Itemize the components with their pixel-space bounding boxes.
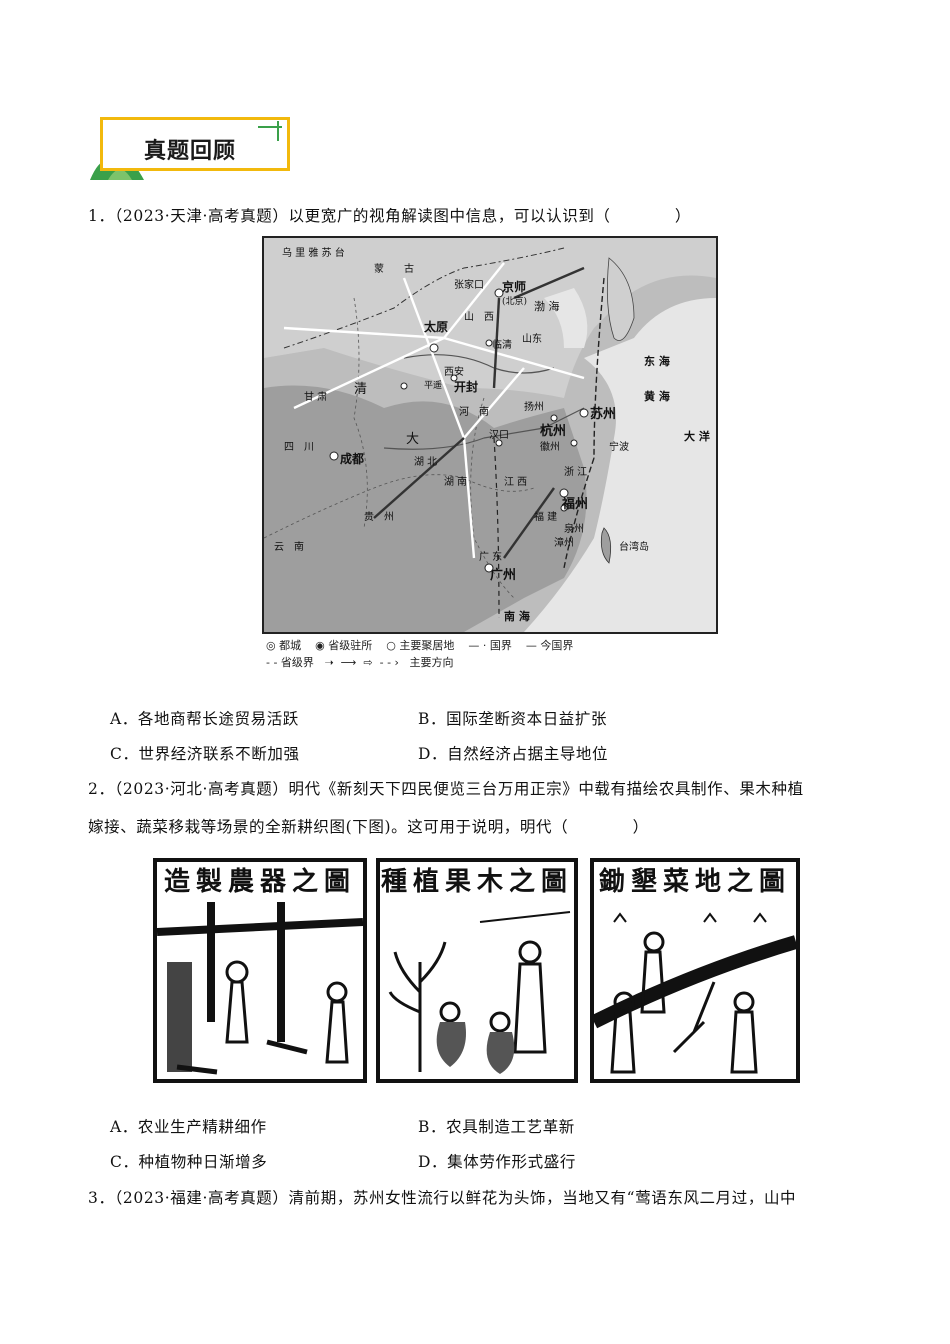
legend-provincial: ◉ 省级驻所 (315, 639, 373, 652)
map-label-hankou: 汉口 (489, 430, 509, 441)
woodcut-panel-vegetable-hoeing: 鋤墾菜地之圖 (590, 858, 800, 1083)
q1-option-b[interactable]: B．国际垄断资本日益扩张 (418, 710, 608, 728)
q2-option-d[interactable]: D．集体劳作形式盛行 (418, 1153, 576, 1171)
section-title: 真题回顾 (144, 139, 237, 164)
map-label-da: 大 (406, 432, 420, 447)
woodcut-panel-fruit-grafting: 種植果木之圖 (376, 858, 578, 1083)
legend-settlement: ○ 主要聚居地 (386, 639, 455, 652)
map-label-zhangzhou: 漳州 (554, 538, 574, 549)
map-label-ningbo: 宁波 (609, 442, 629, 453)
map-label-beijing: (北京) (502, 297, 528, 307)
q2-option-c[interactable]: C．种植物种日渐增多 (110, 1153, 268, 1171)
map-label-xian: 西安 (444, 367, 464, 378)
map-label-huizhou: 徽州 (540, 442, 560, 453)
map-label-zhejiang: 浙 江 (564, 467, 588, 478)
woodcut-scene (157, 902, 363, 1079)
q2-option-a[interactable]: A．农业生产精耕细作 (110, 1118, 267, 1136)
woodcut-panel-tool-making: 造製農器之圖 (153, 858, 367, 1083)
q1-option-d[interactable]: D．自然经济占据主导地位 (418, 745, 609, 763)
map-label-fuzhou: 福州 (562, 497, 589, 512)
map-label-henan: 河 南 (459, 407, 489, 418)
map-label-sichuan: 四 川 (284, 442, 314, 453)
map-label-hangzhou: 杭州 (540, 424, 567, 439)
map-label-dayang: 大 洋 (684, 430, 710, 443)
question-1-stem: 1．（2023·天津·高考真题）以更宽广的视角解读图中信息，可以认识到（ ） (88, 207, 692, 225)
map-label-pingyao: 平遥 (424, 381, 443, 391)
ming-trade-map: 乌 里 雅 苏 台 蒙 古 张家口 京师 (北京) 渤 海 太原 山 西 山东 … (262, 236, 718, 634)
map-label-yangzhou: 扬州 (524, 402, 544, 413)
q2-option-b[interactable]: B．农具制造工艺革新 (418, 1118, 575, 1136)
map-label-nanhai: 南 海 (504, 610, 530, 623)
map-label-taiyuan: 太原 (424, 320, 449, 334)
legend-modern-border: — 今国界 (525, 639, 574, 652)
woodcut-scene (594, 902, 796, 1079)
legend-arrow-icons: ➝ ⟶ ⇨ - - › (324, 656, 399, 669)
map-label-guangzhou: 广州 (490, 568, 517, 583)
map-graphic (264, 238, 716, 632)
legend-direction: 主要方向 (409, 656, 454, 669)
map-label-chengdu: 成都 (340, 452, 365, 466)
question-2-stem-line1: 2．（2023·河北·高考真题）明代《新刻天下四民便览三台万用正宗》中载有描绘农… (88, 780, 804, 798)
map-label-linqing: 临清 (492, 340, 512, 351)
map-label-guangdong: 广 东 (479, 552, 503, 563)
map-legend: ◎ 都城 ◉ 省级驻所 ○ 主要聚居地 — · 国界 — 今国界 - - 省级界… (262, 636, 718, 670)
map-label-menggu: 蒙 古 (374, 264, 414, 275)
map-label-wulisutai: 乌 里 雅 苏 台 (282, 248, 345, 259)
map-label-hunan: 湖 南 (444, 477, 468, 488)
question-3-stem: 3．（2023·福建·高考真题）清前期，苏州女性流行以鲜花为头饰，当地又有“莺语… (88, 1189, 797, 1207)
q1-option-a[interactable]: A．各地商帮长途贸易活跃 (110, 710, 299, 728)
map-label-bohai: 渤 海 (534, 300, 560, 313)
map-label-kaifeng: 开封 (454, 380, 479, 394)
map-label-jiangxi: 江 西 (504, 477, 528, 488)
legend-capital: ◎ 都城 (266, 639, 302, 652)
question-2-stem-line2: 嫁接、蔬菜移栽等场景的全新耕织图(下图)。这可用于说明，明代（ ） (88, 818, 649, 836)
woodcut-caption: 造製農器之圖 (157, 862, 363, 905)
legend-province-border: - - 省级界 (266, 656, 314, 669)
map-label-huanghai: 黄 海 (644, 390, 670, 403)
map-label-shandong: 山东 (522, 334, 542, 345)
decorative-lines-icon (258, 121, 282, 141)
map-label-jingshi: 京师 (502, 280, 527, 294)
map-label-guizhou: 贵 州 (364, 512, 394, 523)
map-label-shanxi: 山 西 (464, 312, 494, 323)
map-label-zhangjiakou: 张家口 (454, 280, 484, 291)
q1-option-c[interactable]: C．世界经济联系不断加强 (110, 745, 300, 763)
section-header-badge: 真题回顾 (88, 115, 298, 181)
map-label-suzhou: 苏州 (590, 407, 617, 422)
map-label-fujian: 福 建 (534, 512, 558, 523)
woodcut-caption: 鋤墾菜地之圖 (594, 862, 796, 905)
map-label-gansu: 甘 肃 (304, 392, 328, 403)
woodcut-caption: 種植果木之圖 (380, 862, 574, 905)
map-label-qing: 清 (354, 382, 368, 397)
map-label-hubei: 湖 北 (414, 457, 438, 468)
map-label-quanzhou: 泉州 (564, 524, 584, 535)
map-label-taiwan: 台湾岛 (619, 542, 649, 553)
map-label-donghai: 东 海 (644, 355, 670, 368)
legend-border: — · 国界 (468, 639, 512, 652)
woodcut-scene (380, 902, 574, 1079)
map-label-yunnan: 云 南 (274, 542, 304, 553)
